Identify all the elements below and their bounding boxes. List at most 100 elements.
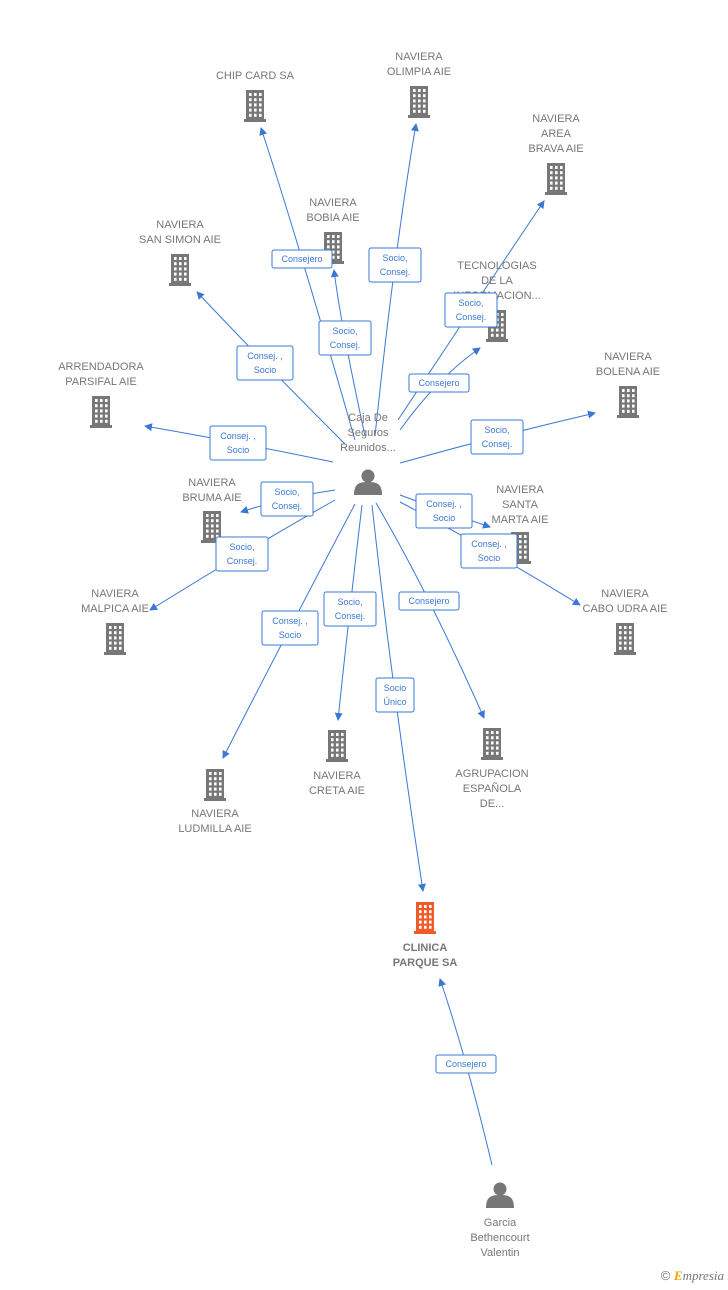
node-agrupacion[interactable]: AGRUPACIONESPAÑOLADE... — [455, 728, 529, 810]
node-ludmilla[interactable]: NAVIERA LUDMILLA AIE — [178, 769, 252, 835]
node-label: CRETA AIE — [309, 785, 365, 797]
node-label: NAVIERA — [604, 351, 652, 363]
building-icon — [90, 396, 112, 428]
edge-label-caja-caboudra[interactable]: Consej. ,Socio — [460, 533, 518, 569]
edge-label-text: Socio — [227, 445, 250, 455]
node-label: BRAVA AIE — [528, 143, 583, 155]
edge-label-text: Consejero — [418, 378, 459, 388]
building-icon — [414, 902, 436, 934]
node-chip[interactable]: CHIP CARD SA — [216, 70, 295, 122]
edge-caja-chip — [259, 127, 356, 441]
node-label: Seguros — [348, 427, 389, 439]
edge-label-text: Consej. — [335, 611, 366, 621]
node-label: Caja De — [348, 412, 388, 424]
edge-label-caja-bruma[interactable]: Socio, Consej. — [260, 481, 314, 517]
edge-label-caja-bolena[interactable]: Socio,Consej. — [470, 419, 524, 455]
edge-label-caja-simon[interactable]: Consej. ,Socio — [236, 345, 294, 381]
node-label: OLIMPIA AIE — [387, 66, 451, 78]
edge-label-text: Socio, — [332, 326, 357, 336]
edge-label-caja-santa[interactable]: Consej. , Socio — [415, 493, 473, 529]
edge-label-text: Socio, — [274, 487, 299, 497]
edge-label-caja-malpica[interactable]: Socio, Consej. — [215, 536, 269, 572]
node-label: NAVIERA — [191, 808, 239, 820]
edge-label-text: Socio — [279, 630, 302, 640]
building-icon — [617, 386, 639, 418]
edge-label-text: Socio, — [458, 298, 483, 308]
node-label: NAVIERA — [188, 477, 236, 489]
node-label: LUDMILLA AIE — [178, 823, 251, 835]
edge-label-text: Único — [383, 697, 406, 707]
edge-label-text: Consej. , — [426, 499, 462, 509]
edge-label-text: Consej. — [330, 340, 361, 350]
node-label: DE LA — [481, 275, 513, 287]
building-icon — [614, 623, 636, 655]
empresia-logo[interactable]: Empresia — [673, 1268, 724, 1283]
edge-label-caja-bobia[interactable]: Socio, Consej. — [318, 320, 372, 356]
edge-label-text: Socio, — [337, 597, 362, 607]
node-label: CHIP CARD SA — [216, 70, 295, 82]
node-label: ARRENDADORA — [58, 361, 144, 373]
edge-label-caja-ludmilla[interactable]: Consej. , Socio — [261, 610, 319, 646]
edge-label-text: Consej. — [227, 556, 258, 566]
edge-label-text: Socio, — [382, 253, 407, 263]
node-caja[interactable]: Caja De SegurosReunidos... — [340, 412, 396, 495]
edge-label-caja-olimpia[interactable]: Socio, Consej. — [368, 247, 422, 283]
edge-label-text: Consej. — [456, 312, 487, 322]
node-bolena[interactable]: NAVIERA BOLENA AIE — [596, 351, 660, 418]
copyright-footer: © Empresia — [661, 1268, 724, 1284]
node-parsifal[interactable]: ARRENDADORA PARSIFAL AIE — [58, 361, 144, 428]
edge-label-caja-tecno[interactable]: Consejero — [408, 373, 470, 393]
edge-label-text: Consejero — [281, 254, 322, 264]
node-label: PARSIFAL AIE — [65, 376, 137, 388]
node-label: NAVIERA — [309, 197, 357, 209]
node-label: MALPICA AIE — [81, 603, 149, 615]
node-label: CLINICA — [403, 942, 448, 954]
edge-label-caja-creta[interactable]: Socio, Consej. — [323, 591, 377, 627]
edge-label-caja-agrupacion[interactable]: Consejero — [398, 591, 460, 611]
building-icon — [201, 511, 223, 543]
edge-label-text: Consejero — [408, 596, 449, 606]
edge-label-text: Socio — [384, 683, 407, 693]
edge-label-text: Consej. — [272, 501, 303, 511]
node-label: BOLENA AIE — [596, 366, 660, 378]
node-label: BOBIA AIE — [306, 212, 359, 224]
person-icon — [354, 469, 382, 495]
edge-label-text: Consej. , — [220, 431, 256, 441]
edge-label-text: Consej. , — [272, 616, 308, 626]
building-icon — [408, 86, 430, 118]
building-icon — [244, 90, 266, 122]
node-label: Bethencourt — [470, 1232, 529, 1244]
edge-label-caja-chip[interactable]: Consejero — [271, 249, 333, 269]
edge-label-caja-area[interactable]: Socio, Consej. — [444, 292, 498, 328]
node-label: NAVIERA — [496, 484, 544, 496]
node-label: ESPAÑOLA — [463, 782, 522, 795]
node-malpica[interactable]: NAVIERA MALPICA AIE — [81, 588, 149, 655]
node-label: Valentin — [481, 1247, 520, 1259]
node-label: Reunidos... — [340, 442, 396, 454]
building-icon — [104, 623, 126, 655]
edge-label-text: Consej. — [380, 267, 411, 277]
node-label: Garcia — [484, 1217, 517, 1229]
edge-label-garcia-clinica[interactable]: Consejero — [435, 1054, 497, 1074]
edge-label-text: Consej. , — [471, 539, 507, 549]
edge-label-text: Consej. , — [247, 351, 283, 361]
node-label: NAVIERA — [532, 113, 580, 125]
edge-label-text: Socio — [433, 513, 456, 523]
edge-label-caja-parsifal[interactable]: Consej. , Socio — [209, 425, 267, 461]
node-label: NAVIERA — [91, 588, 139, 600]
edge-label-text: Socio, — [229, 542, 254, 552]
node-label: NAVIERA — [601, 588, 649, 600]
building-icon — [326, 730, 348, 762]
